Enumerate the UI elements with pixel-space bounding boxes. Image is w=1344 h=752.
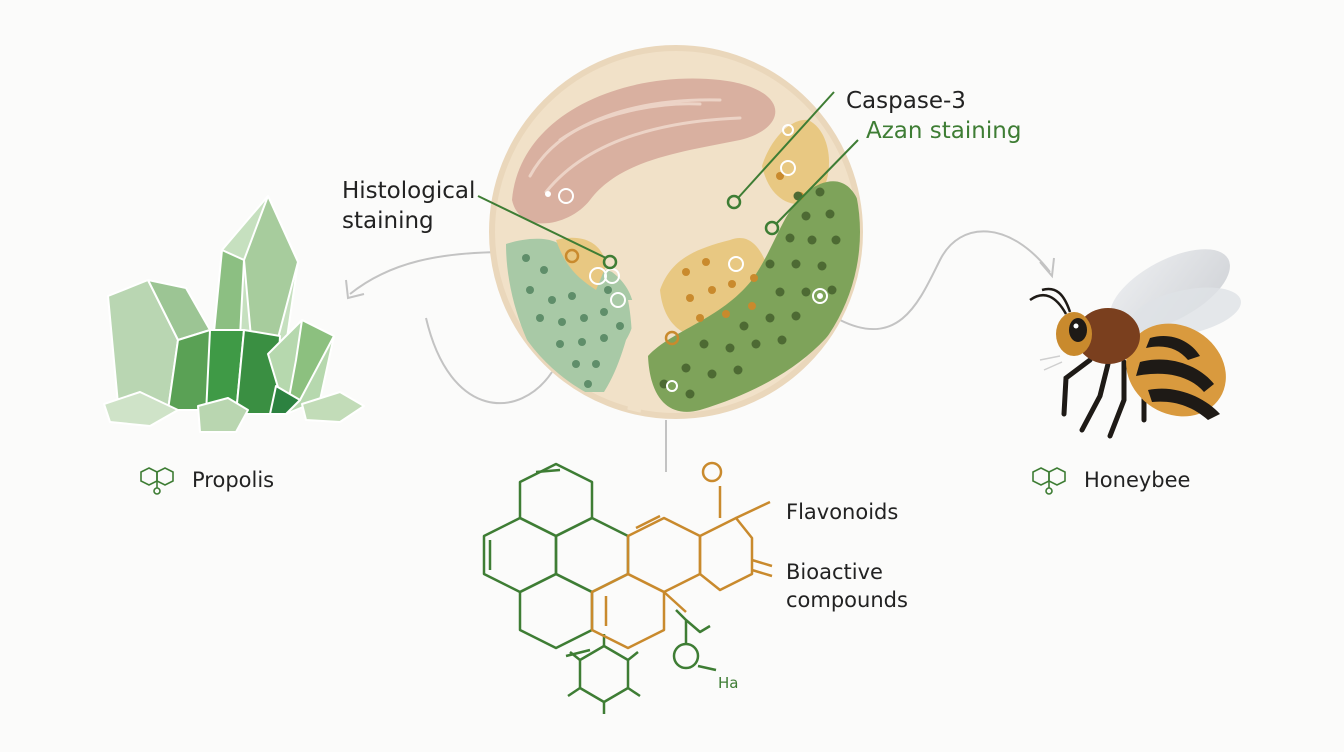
tissue-section: [489, 45, 863, 419]
caption-propolis: Propolis: [138, 464, 274, 496]
connector-arrows: [345, 230, 1055, 472]
label-line: Bioactive: [786, 560, 883, 584]
arrow-to-propolis: [349, 251, 509, 295]
nuclei-dots-light: [522, 254, 624, 388]
label-line: staining: [342, 208, 434, 234]
lobe-light-green: [506, 238, 635, 392]
molecule-structure: [482, 461, 773, 714]
caption-honeybee: Honeybee: [1030, 464, 1190, 496]
caption-propolis-text: Propolis: [192, 468, 275, 492]
molecule-icon: [140, 467, 174, 495]
marker-rings: [545, 124, 828, 392]
caption-honeybee-text: Honeybee: [1084, 468, 1191, 492]
propolis-crystals: [103, 195, 365, 433]
lobe-yellow-top-right: [762, 119, 830, 205]
label-flavonoids: Flavonoids: [786, 500, 899, 524]
arrow-head-propolis: [345, 279, 365, 300]
curve-lower-left: [425, 317, 553, 404]
label-azan-staining: Azan staining: [866, 118, 1022, 144]
curve-to-honeybee: [839, 230, 1051, 331]
label-line: compounds: [786, 588, 908, 612]
leader-lines: [477, 91, 859, 259]
honeybee-illustration: [1029, 249, 1241, 439]
muscle-band: [512, 78, 776, 224]
label-ha: Ha: [718, 674, 739, 692]
nuclei-dots-olive: [659, 187, 841, 399]
label-histological-staining: Histological staining: [342, 176, 475, 236]
label-line: Histological: [342, 178, 476, 204]
molecule-icon: [1032, 467, 1066, 495]
label-bioactive-compounds: Bioactive compounds: [786, 558, 908, 614]
arrow-head-honeybee: [1039, 257, 1055, 279]
label-caspase-3: Caspase-3: [846, 88, 966, 114]
